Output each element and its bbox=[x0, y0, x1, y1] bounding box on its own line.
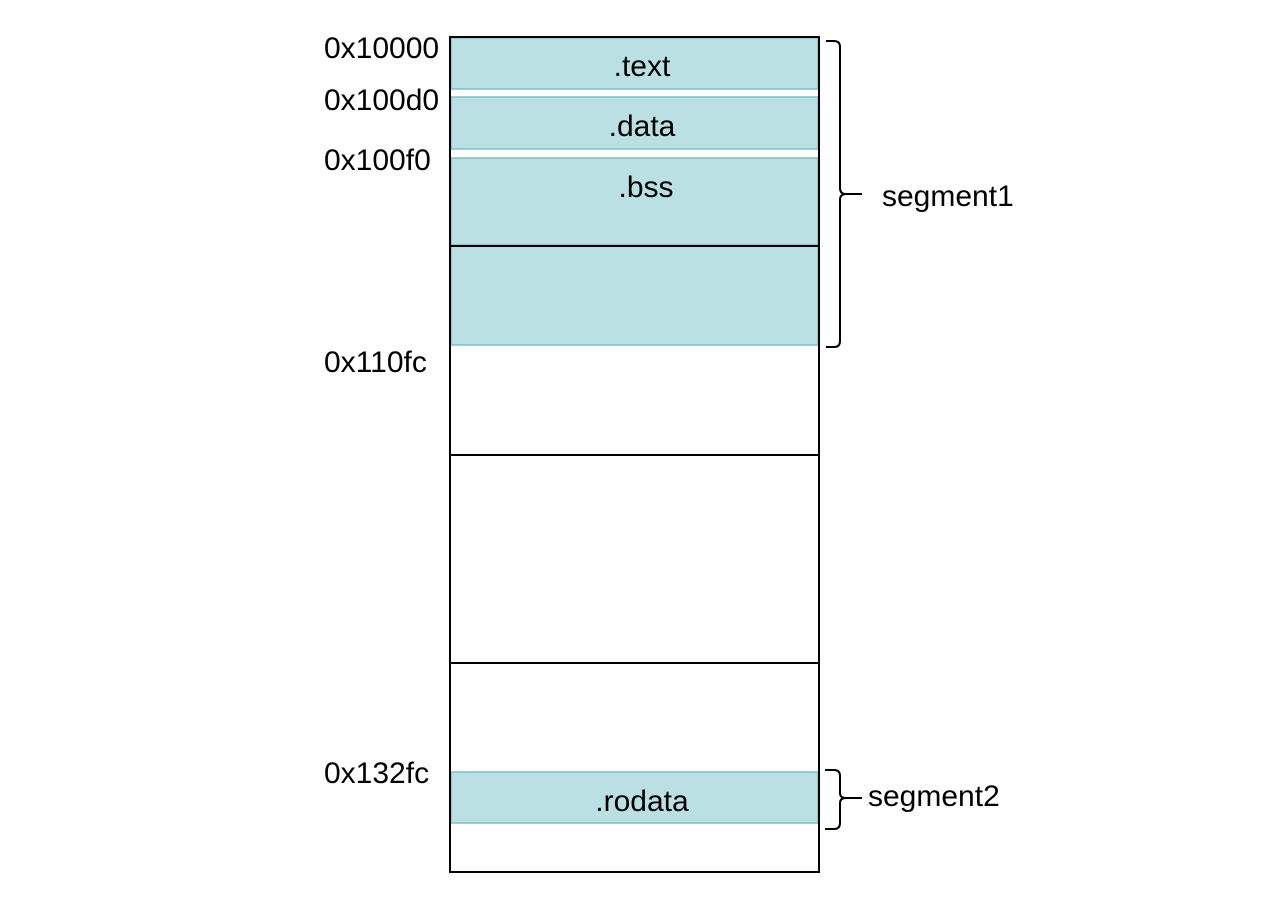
address-label-segment1-end: 0x110fc bbox=[324, 346, 427, 379]
data-section-block bbox=[450, 96, 819, 150]
bss-section-block bbox=[450, 157, 819, 246]
segment1-padding-block bbox=[450, 245, 819, 346]
segment2-brace bbox=[825, 769, 862, 830]
memory-column-outline bbox=[449, 36, 820, 873]
text-section-label: .text bbox=[614, 50, 671, 83]
address-label-bss-start: 0x100f0 bbox=[324, 144, 431, 177]
segment1-label: segment1 bbox=[882, 180, 1014, 213]
address-label-data-start: 0x100d0 bbox=[324, 84, 439, 117]
segment2-label: segment2 bbox=[868, 780, 1000, 813]
address-label-text-start: 0x10000 bbox=[324, 32, 439, 65]
segment1-brace bbox=[826, 40, 862, 348]
bss-section-label: .bss bbox=[618, 171, 673, 204]
address-label-rodata-start: 0x132fc bbox=[324, 757, 429, 790]
rodata-section-label: .rodata bbox=[595, 785, 689, 818]
data-section-label: .data bbox=[609, 110, 676, 143]
text-section-block bbox=[450, 37, 819, 90]
